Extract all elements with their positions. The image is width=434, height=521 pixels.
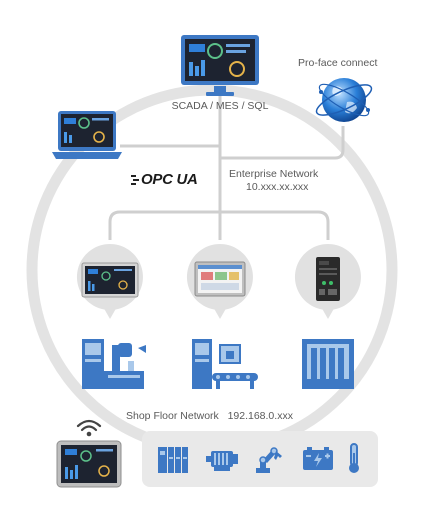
box-controller-icon xyxy=(316,257,340,301)
touch-panel-bubble xyxy=(186,243,254,321)
motor-icon xyxy=(206,448,238,472)
shopfloor-network-address: 192.168.0.xxx xyxy=(227,410,293,422)
tablet-hmi-icon xyxy=(56,440,122,490)
touch-panel-icon xyxy=(194,261,246,297)
hmi-panel-icon xyxy=(81,262,139,298)
plc-modules-icon xyxy=(158,447,188,473)
enterprise-network-address: 10.xxx.xx.xxx xyxy=(246,181,309,193)
cloud-label: Pro-face connect xyxy=(298,57,378,69)
scada-label: SCADA / MES / SQL xyxy=(171,100,269,112)
field-devices-tray xyxy=(142,431,378,487)
thermometer-icon xyxy=(346,443,362,475)
shopfloor-network-title: Shop Floor Network xyxy=(126,410,219,422)
scada-monitor-icon xyxy=(180,34,260,98)
hmi-panel-bubble xyxy=(76,243,144,321)
wifi-icon xyxy=(76,418,102,438)
packaging-machine-icon xyxy=(188,335,260,393)
battery-icon xyxy=(302,447,334,471)
laptop-icon xyxy=(52,110,122,162)
robot-arm-icon xyxy=(254,444,286,474)
globe-icon xyxy=(313,72,375,128)
opcua-logo-text: OPC UA xyxy=(141,171,198,188)
cloud-link-line xyxy=(220,126,345,160)
cnc-machine-icon xyxy=(78,335,150,393)
shopfloor-network-label: Shop Floor Network 192.168.0.xxx xyxy=(126,410,293,422)
enterprise-network-label: Enterprise Network xyxy=(229,168,319,180)
box-controller-bubble xyxy=(294,243,362,321)
storage-cabinet-icon xyxy=(298,335,358,393)
